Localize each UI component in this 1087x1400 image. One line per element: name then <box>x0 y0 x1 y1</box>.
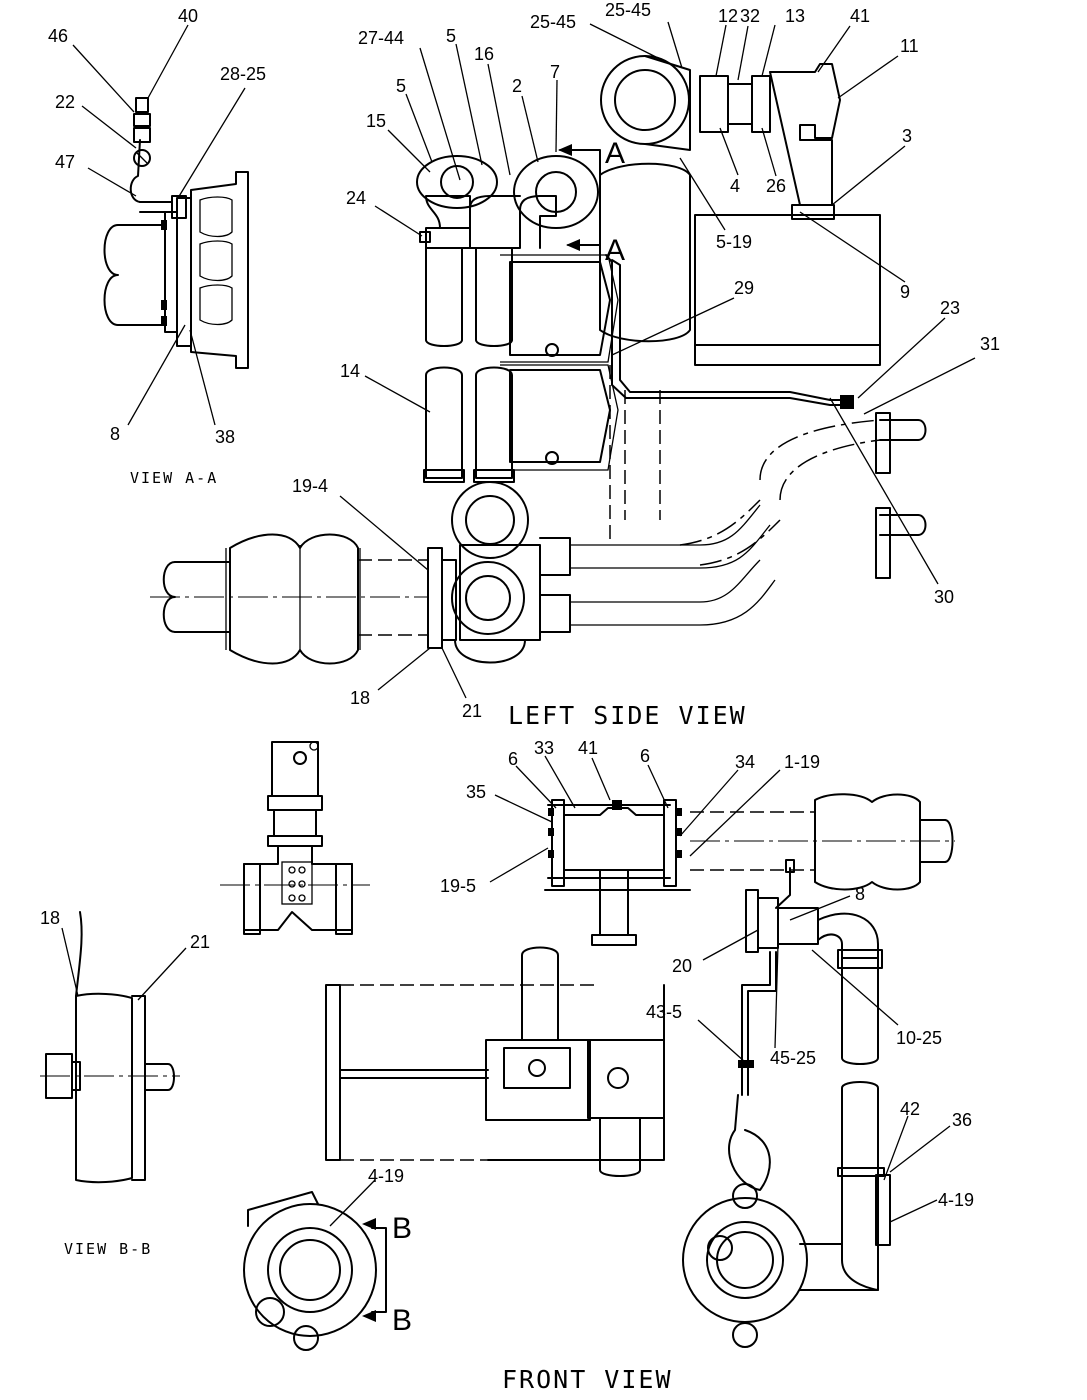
callout: 40 <box>178 6 198 26</box>
section-marker-a: A <box>605 234 625 267</box>
callout: 46 <box>48 26 68 46</box>
upper-front-leaders <box>329 755 951 1227</box>
callout: 15 <box>366 111 386 131</box>
callout: 41 <box>578 738 598 758</box>
upper-front-drawing <box>243 793 955 1351</box>
view-title: VIEW A-A <box>130 469 218 487</box>
callout: 7 <box>550 62 560 82</box>
callout: 29 <box>734 278 754 298</box>
view-title: FRONT VIEW <box>502 1365 673 1394</box>
callout: 18 <box>350 688 370 708</box>
callout: 5 <box>396 76 406 96</box>
callout: 43-5 <box>646 1002 682 1022</box>
callout: 12 <box>718 6 738 26</box>
section-marker-b: B <box>392 1212 412 1245</box>
callout: 14 <box>340 361 360 381</box>
callout: 36 <box>952 1110 972 1130</box>
callout: 10-25 <box>896 1028 942 1048</box>
view-b-b-leaders <box>61 927 187 1001</box>
callout: 23 <box>940 298 960 318</box>
callout: 22 <box>55 92 75 112</box>
callout: 33 <box>534 738 554 758</box>
left-side-view-callouts: 27-44 5 16 2 7 25-45 25-45 12 32 13 41 1… <box>292 0 1000 730</box>
callout: 45-25 <box>770 1048 816 1068</box>
callout: 6 <box>640 746 650 766</box>
callout: 25-45 <box>530 12 576 32</box>
callout: 24 <box>346 188 366 208</box>
callout: 35 <box>466 782 486 802</box>
callout: 11 <box>900 36 919 56</box>
callout: 6 <box>508 749 518 769</box>
upper-front-callouts: 6 33 41 6 34 1-19 35 19-5 8 20 10-25 43-… <box>440 738 974 1210</box>
callout: 31 <box>980 334 1000 354</box>
callout: 4 <box>730 176 740 196</box>
callout: 3 <box>902 126 912 146</box>
callout: 21 <box>462 701 482 721</box>
callout: 27-44 <box>358 28 404 48</box>
callout: 34 <box>735 752 755 772</box>
callout: 21 <box>190 932 210 952</box>
callout: 8 <box>855 884 865 904</box>
view-a-a-drawing <box>103 97 249 369</box>
view-b-b-drawing <box>40 911 180 1184</box>
callout: 19-5 <box>440 876 476 896</box>
callout: 20 <box>672 956 692 976</box>
callout: 2 <box>512 76 522 96</box>
callout: 5 <box>446 26 456 46</box>
callout: 5-19 <box>716 232 752 252</box>
callout: 9 <box>900 282 910 302</box>
view-a-a-leaders <box>72 24 246 426</box>
callout: 30 <box>934 587 954 607</box>
section-marker-a: A <box>605 137 625 170</box>
callout: 25-45 <box>605 0 651 20</box>
callout: 26 <box>766 176 786 196</box>
callout: 42 <box>900 1099 920 1119</box>
callout: 16 <box>474 44 494 64</box>
view-b-b-callouts: 18 21 VIEW B-B 4-19 B B FRONT VIEW <box>40 908 673 1394</box>
left-side-view-drawing <box>150 55 927 665</box>
view-title: LEFT SIDE VIEW <box>508 701 747 730</box>
callout: 32 <box>740 6 760 26</box>
callout: 13 <box>785 6 805 26</box>
callout: 28-25 <box>220 64 266 84</box>
callout: 1-19 <box>784 752 820 772</box>
callout: 4-19 <box>938 1190 974 1210</box>
callout: 19-4 <box>292 476 328 496</box>
callout: 18 <box>40 908 60 928</box>
small-elbow-view <box>220 741 370 935</box>
callout: 4-19 <box>368 1166 404 1186</box>
section-marker-b: B <box>392 1304 412 1337</box>
view-a-a-callouts: 46 40 22 28-25 47 8 38 VIEW A-A <box>48 6 266 487</box>
callout: 8 <box>110 424 120 444</box>
callout: 41 <box>850 6 870 26</box>
view-title: VIEW B-B <box>64 1240 152 1258</box>
left-side-view-leaders <box>339 21 976 699</box>
callout: 47 <box>55 152 75 172</box>
callout: 38 <box>215 427 235 447</box>
